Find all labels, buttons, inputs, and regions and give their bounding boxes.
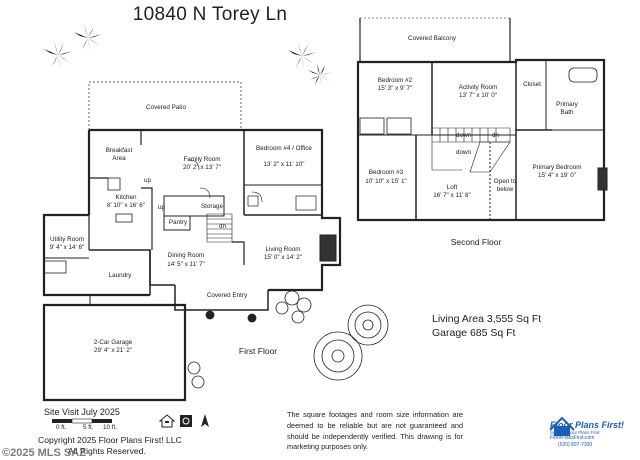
label-first-floor: First Floor: [239, 346, 277, 356]
scale-5: 5 ft.: [83, 424, 94, 431]
label-kitchen: Kitchen: [115, 194, 137, 201]
north-arrow-icon: [201, 414, 209, 427]
dims-bedroom4: 13' 2" x 11' 10": [263, 161, 304, 168]
label-activity: Activity Room: [459, 84, 498, 91]
copyright: Copyright 2025 Floor Plans First! LLC Al…: [38, 435, 182, 457]
dims-pbed: 15' 4" x 19' 0": [538, 172, 576, 179]
label-utility: Utility Room: [50, 236, 84, 243]
scale-bar: 0 ft. 5 ft. 10 ft.: [52, 418, 117, 431]
brand-url: FloorPlansFirst.com: [550, 435, 595, 441]
watermark: ©2025 MLS SAZ: [2, 447, 86, 459]
dims-kitchen: 8' 10" x 16' 6": [107, 202, 145, 209]
label-bedroom3: Bedroom #3: [369, 169, 404, 176]
site-visit: Site Visit July 2025: [44, 407, 120, 417]
label-storage: Storage: [201, 203, 224, 210]
mark-down-1: down: [456, 132, 472, 139]
mark-dn-1: dn: [219, 223, 227, 230]
address-title: 10840 N Torey Ln: [132, 4, 288, 25]
dims-loft: 16' 7" x 11' 8": [433, 192, 471, 199]
dims-bedroom3: 10' 10" x 15' 1": [365, 178, 407, 185]
label-dining: Dining Room: [168, 252, 204, 259]
dims-activity: 13' 7" x 10' 0": [459, 92, 497, 99]
brand-logo: [549, 416, 575, 436]
equal-housing-icon: [158, 414, 176, 428]
label-covered-patio: Covered Patio: [146, 104, 186, 111]
scale-0: 0 ft.: [56, 424, 67, 431]
garage-area: Garage 685 Sq Ft: [432, 327, 516, 339]
mark-dn-2: dn: [492, 132, 500, 139]
brand-tag: See the Floor Plans First: [550, 430, 600, 435]
label-bedroom4: Bedroom #4 / Office: [256, 145, 312, 152]
accessibility-icon: [180, 415, 192, 427]
palm-tree-icon: [288, 42, 332, 87]
dims-bedroom2: 15' 3" x 9' 7": [378, 85, 413, 92]
palm-tree-icon: [44, 24, 102, 69]
living-area: Living Area 3,555 Sq Ft: [432, 313, 542, 325]
disclaimer: The square footages and room size inform…: [287, 410, 463, 452]
mark-down-2: down: [456, 149, 472, 156]
first-floor: [42, 81, 342, 402]
label-living: Living Room: [266, 246, 301, 253]
label-garage: 2-Car Garage: [94, 339, 133, 346]
label-balcony: Covered Balcony: [408, 35, 457, 42]
label-laundry: Laundry: [109, 272, 133, 279]
brand-name: Floor Plans First!: [550, 420, 625, 430]
dims-utility: 9' 4" x 14' 6": [50, 244, 85, 251]
label-pbed: Primary Bedroom: [533, 164, 582, 171]
dims-living: 15' 0" x 14' 2": [264, 254, 302, 261]
label-family: Family Room: [183, 156, 220, 163]
area-summary: Living Area 3,555 Sq Ft Garage 685 Sq Ft: [432, 312, 541, 340]
dims-family: 20' 2" x 13' 7": [183, 164, 221, 171]
label-bedroom2: Bedroom #2: [378, 77, 413, 84]
mark-up: up: [144, 177, 152, 184]
brand-phone: (520) 897-7300: [558, 442, 593, 448]
tub: [568, 67, 598, 83]
mark-up-2: up: [158, 204, 166, 211]
shrub-icon: [187, 290, 389, 389]
dims-dining: 14' 5" x 11' 7": [167, 261, 205, 268]
label-second-floor: Second Floor: [451, 237, 502, 247]
second-floor: [356, 17, 608, 222]
label-closet: Closet: [523, 81, 541, 88]
scale-10: 10 ft.: [103, 424, 117, 431]
copyright-line-2: All Rights Reserved.: [68, 446, 146, 456]
label-loft: Loft: [447, 184, 458, 191]
label-pantry: Pantry: [169, 219, 188, 226]
label-entry: Covered Entry: [207, 292, 248, 299]
copyright-line-1: Copyright 2025 Floor Plans First! LLC: [38, 435, 182, 445]
dims-garage: 29' 4" x 21' 2": [94, 347, 132, 354]
